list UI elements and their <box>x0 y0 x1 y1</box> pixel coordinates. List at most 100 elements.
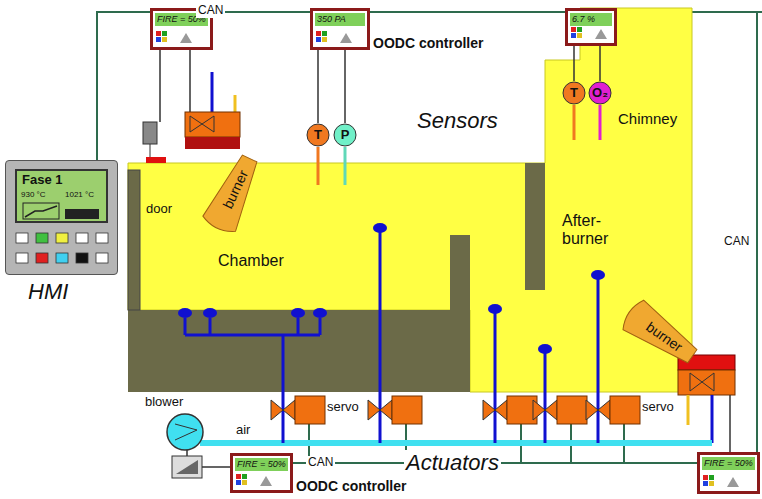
gas-pipe <box>687 395 690 425</box>
part-label: blower <box>145 395 183 410</box>
controller-logo <box>571 27 611 41</box>
valve-base <box>185 137 240 149</box>
hmi-panel: Fase 1930 °C1021 °CHMI <box>5 160 118 275</box>
drive-symbol <box>176 460 198 474</box>
temperature-sensor: T <box>562 81 586 105</box>
node-text: burner <box>618 297 706 374</box>
air-pipe <box>711 395 714 443</box>
servo-valve <box>533 396 587 424</box>
temperature-sensor: T <box>306 123 330 147</box>
sensor-stem <box>344 147 347 185</box>
control-wire <box>150 144 151 157</box>
section-title: Actuators <box>404 450 501 475</box>
servo-motor <box>392 396 422 424</box>
oodc-controller: FIRE = 50%OODC controller <box>230 453 293 493</box>
partition-wall <box>525 163 545 290</box>
blower-blade <box>175 424 197 440</box>
blower <box>167 414 203 450</box>
node-caption: OODC controller <box>296 478 406 494</box>
node-text: FIRE = 50% <box>235 458 288 471</box>
node-caption: 1021 °C <box>65 190 94 199</box>
bus-label: CAN <box>722 235 751 249</box>
node-text: FIRE = 50% <box>702 457 755 470</box>
sensor-circle <box>589 82 611 104</box>
part-label: servo <box>327 400 359 415</box>
node-text: O₂ <box>588 81 612 105</box>
sensor-stem <box>599 105 602 140</box>
valve-symbol <box>271 400 295 420</box>
door <box>128 170 140 310</box>
valve-body <box>678 370 735 395</box>
sensor-stem <box>317 147 320 185</box>
node-caption: OODC controller <box>373 35 483 51</box>
controller-logo <box>236 474 276 488</box>
node-text: 350 PA <box>315 13 365 26</box>
sensor-circle <box>334 124 356 146</box>
valve-symbol <box>368 400 392 420</box>
zone-label: Chamber <box>218 252 284 270</box>
burner: burner <box>618 297 706 374</box>
nozzles <box>178 223 605 354</box>
sensor-stems <box>318 105 600 185</box>
node-text: P <box>333 123 357 147</box>
bus-label: CAN <box>196 4 225 18</box>
servo-valve <box>483 396 537 424</box>
pressure-sensor: P <box>333 123 357 147</box>
oodc-controller: 6.7 % <box>565 8 617 46</box>
valve-body <box>185 112 240 137</box>
servo-valve <box>586 396 640 424</box>
controller-logo <box>703 475 743 489</box>
zone-label: Chimney <box>618 110 677 127</box>
sensor-stem <box>573 105 576 140</box>
part-label: servo <box>642 400 674 415</box>
node-text: burner <box>200 147 267 237</box>
hmi-screen: Fase 1 930 °C 1021 °C <box>15 169 108 223</box>
valve-symbol <box>690 373 714 391</box>
valve-symbol <box>483 400 507 420</box>
oodc-controller: FIRE = 50% <box>697 452 760 494</box>
signal-wire <box>573 46 575 81</box>
burner: burner <box>200 147 267 237</box>
servo-motor <box>557 396 587 424</box>
motor <box>143 122 157 144</box>
oxygen-sensor: O₂ <box>588 81 612 105</box>
node-text: T <box>562 81 586 105</box>
servo-valve <box>271 396 325 424</box>
valve-symbol <box>190 116 214 132</box>
node-text: HMI <box>28 279 68 305</box>
hmi-keys <box>12 231 112 271</box>
node-caption: 930 °C <box>21 190 46 199</box>
air-duct <box>200 440 712 446</box>
top-burner-valve <box>143 50 240 163</box>
valve-symbol <box>533 400 557 420</box>
signal-wire <box>599 46 601 81</box>
signal-wire <box>317 50 319 123</box>
right-burner-valve <box>678 355 735 452</box>
node-text: T <box>306 123 330 147</box>
control-wire <box>187 450 230 467</box>
flame-sensor <box>146 157 166 163</box>
control-wire <box>160 50 190 122</box>
sensor-circle <box>307 124 329 146</box>
controller-logo <box>316 31 356 45</box>
node-text: Fase 1 <box>22 172 62 187</box>
part-label: door <box>146 202 172 217</box>
signal-wire <box>344 50 346 123</box>
controller-logo <box>156 31 196 45</box>
air-pipe <box>211 72 214 112</box>
node-text: 6.7 % <box>570 13 612 26</box>
oodc-controller: 350 PAOODC controller <box>310 8 370 50</box>
part-label: air <box>236 423 250 438</box>
air-system <box>167 223 712 478</box>
control-wire <box>729 395 731 452</box>
air-pipes <box>185 232 598 443</box>
sensor-circle <box>563 82 585 104</box>
pillar <box>450 235 470 310</box>
servo-valves <box>271 396 640 424</box>
servo-valve <box>368 396 422 424</box>
servo-motor <box>295 396 325 424</box>
servo-motor <box>610 396 640 424</box>
section-title: Sensors <box>417 108 498 133</box>
valve-symbol <box>586 400 610 420</box>
